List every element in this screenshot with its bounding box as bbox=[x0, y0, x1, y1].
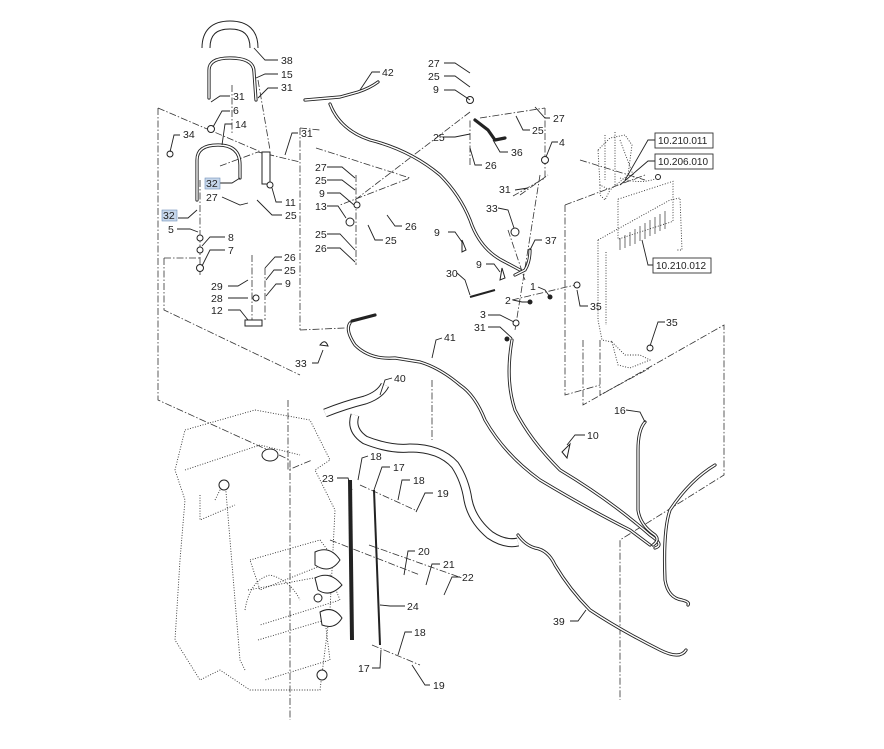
section-ref-text: 10.210.012 bbox=[656, 261, 706, 272]
callout-27: 27 bbox=[428, 58, 440, 70]
callout-32-highlighted[interactable]: 32 bbox=[163, 210, 175, 222]
callout-42: 42 bbox=[382, 67, 394, 79]
callout-27: 27 bbox=[206, 192, 218, 204]
callout-9: 9 bbox=[285, 278, 291, 290]
callout-labels: 38 15 31 31 6 14 34 31 32 27 11 25 32 5 … bbox=[161, 55, 678, 692]
callout-22: 22 bbox=[462, 572, 474, 584]
callout-25: 25 bbox=[532, 125, 544, 137]
valve-and-cooler-assemblies bbox=[573, 132, 683, 369]
callout-5: 5 bbox=[168, 224, 174, 236]
callout-37: 37 bbox=[545, 235, 557, 247]
callout-1: 1 bbox=[530, 281, 536, 293]
callout-26: 26 bbox=[405, 221, 417, 233]
section-reference-boxes: 10.210.011 10.206.010 10.210.012 bbox=[619, 132, 714, 274]
callout-25: 25 bbox=[315, 229, 327, 241]
callout-31: 31 bbox=[281, 82, 293, 94]
callout-10: 10 bbox=[587, 430, 599, 442]
section-ref-10-210-011[interactable]: 10.210.011 bbox=[654, 132, 714, 149]
fittings bbox=[166, 96, 571, 460]
assembly-boundaries bbox=[157, 79, 725, 720]
callout-24: 24 bbox=[407, 601, 419, 613]
callout-27: 27 bbox=[553, 113, 565, 125]
callout-40: 40 bbox=[394, 373, 406, 385]
callout-31: 31 bbox=[499, 184, 511, 196]
callout-12: 12 bbox=[211, 305, 223, 317]
callout-7: 7 bbox=[228, 245, 234, 257]
callout-31: 31 bbox=[233, 91, 245, 103]
callout-26: 26 bbox=[315, 243, 327, 255]
callout-38: 38 bbox=[281, 55, 293, 67]
callout-6: 6 bbox=[233, 105, 239, 117]
callout-34: 34 bbox=[183, 129, 195, 141]
section-ref-10-206-010[interactable]: 10.206.010 bbox=[654, 153, 714, 170]
highlight-box bbox=[161, 209, 178, 222]
callout-16: 16 bbox=[614, 405, 626, 417]
callout-17: 17 bbox=[358, 663, 370, 675]
hoses bbox=[195, 20, 717, 657]
callout-29: 29 bbox=[211, 281, 223, 293]
callout-18: 18 bbox=[413, 475, 425, 487]
callout-9: 9 bbox=[319, 188, 325, 200]
callout-13: 13 bbox=[315, 201, 327, 213]
callout-39: 39 bbox=[553, 616, 565, 628]
callout-25: 25 bbox=[315, 175, 327, 187]
callout-9: 9 bbox=[434, 227, 440, 239]
callout-9: 9 bbox=[476, 259, 482, 271]
section-ref-text: 10.210.011 bbox=[658, 136, 708, 147]
callout-25: 25 bbox=[428, 71, 440, 83]
callout-25: 25 bbox=[385, 235, 397, 247]
callout-2: 2 bbox=[505, 295, 511, 307]
machine-frame bbox=[174, 409, 343, 691]
callout-19: 19 bbox=[433, 680, 445, 692]
callout-3: 3 bbox=[480, 309, 486, 321]
callout-23: 23 bbox=[322, 473, 334, 485]
callout-33: 33 bbox=[295, 358, 307, 370]
callout-14: 14 bbox=[235, 119, 247, 131]
callout-31: 31 bbox=[301, 128, 313, 140]
callout-35: 35 bbox=[590, 301, 602, 313]
callout-11: 11 bbox=[285, 197, 296, 209]
callout-25: 25 bbox=[284, 265, 296, 277]
callout-33: 33 bbox=[486, 203, 498, 215]
callout-4: 4 bbox=[559, 137, 565, 149]
callout-17: 17 bbox=[393, 462, 405, 474]
callout-31: 31 bbox=[474, 322, 486, 334]
callout-18: 18 bbox=[370, 451, 382, 463]
section-ref-10-210-012[interactable]: 10.210.012 bbox=[652, 257, 712, 274]
callout-28: 28 bbox=[211, 293, 223, 305]
callout-15: 15 bbox=[281, 69, 293, 81]
callout-25: 25 bbox=[285, 210, 297, 222]
callout-20: 20 bbox=[418, 546, 430, 558]
callout-19: 19 bbox=[437, 488, 449, 500]
callout-27: 27 bbox=[315, 162, 327, 174]
callout-21: 21 bbox=[443, 559, 455, 571]
leader-lines bbox=[169, 47, 665, 686]
callout-41: 41 bbox=[444, 332, 456, 344]
callout-26: 26 bbox=[485, 160, 497, 172]
callout-9: 9 bbox=[433, 84, 439, 96]
callout-36: 36 bbox=[511, 147, 523, 159]
callout-26: 26 bbox=[284, 252, 296, 264]
callout-18: 18 bbox=[414, 627, 426, 639]
highlight-box bbox=[204, 177, 221, 190]
callout-8: 8 bbox=[228, 232, 234, 244]
section-ref-text: 10.206.010 bbox=[658, 157, 708, 168]
callout-25: 25 bbox=[433, 132, 445, 144]
callout-35: 35 bbox=[666, 317, 678, 329]
callout-32-highlighted[interactable]: 32 bbox=[206, 178, 218, 190]
callout-30: 30 bbox=[446, 268, 458, 280]
